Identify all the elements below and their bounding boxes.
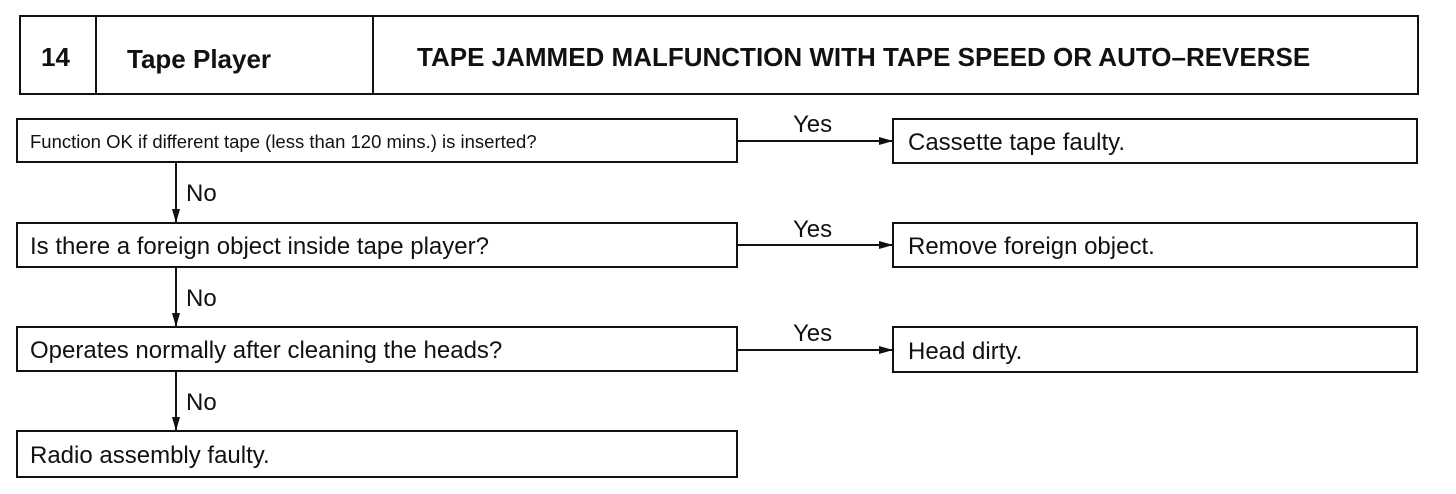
result-text-1: Cassette tape faulty.: [908, 129, 1126, 156]
final-result-box: Radio assembly faulty.: [16, 430, 738, 478]
header-title: TAPE JAMMED MALFUNCTION WITH TAPE SPEED …: [417, 42, 1311, 72]
header-divider-1: [95, 17, 97, 93]
question-text-1: Function OK if different tape (less than…: [30, 131, 537, 152]
result-box-3: Head dirty.: [892, 326, 1418, 373]
header-number: 14: [41, 42, 70, 72]
no-label-1: No: [186, 180, 217, 207]
result-box-2: Remove foreign object.: [892, 222, 1418, 268]
no-label-2: No: [186, 285, 217, 312]
result-text-2: Remove foreign object.: [908, 233, 1155, 260]
yes-label-1: Yes: [793, 111, 833, 138]
question-text-2: Is there a foreign object inside tape pl…: [30, 233, 489, 260]
question-box-1: Function OK if different tape (less than…: [16, 118, 738, 163]
question-box-2: Is there a foreign object inside tape pl…: [16, 222, 738, 268]
final-result-text: Radio assembly faulty.: [30, 442, 270, 469]
question-box-3: Operates normally after cleaning the hea…: [16, 326, 738, 372]
header-divider-2: [372, 17, 374, 93]
question-text-3: Operates normally after cleaning the hea…: [30, 337, 503, 364]
result-box-1: Cassette tape faulty.: [892, 118, 1418, 164]
yes-label-3: Yes: [793, 320, 833, 347]
header-bar: 14 Tape Player TAPE JAMMED MALFUNCTION W…: [19, 15, 1419, 95]
yes-label-2: Yes: [793, 216, 833, 243]
result-text-3: Head dirty.: [908, 338, 1023, 365]
no-label-3: No: [186, 389, 217, 416]
header-section: Tape Player: [127, 44, 272, 74]
